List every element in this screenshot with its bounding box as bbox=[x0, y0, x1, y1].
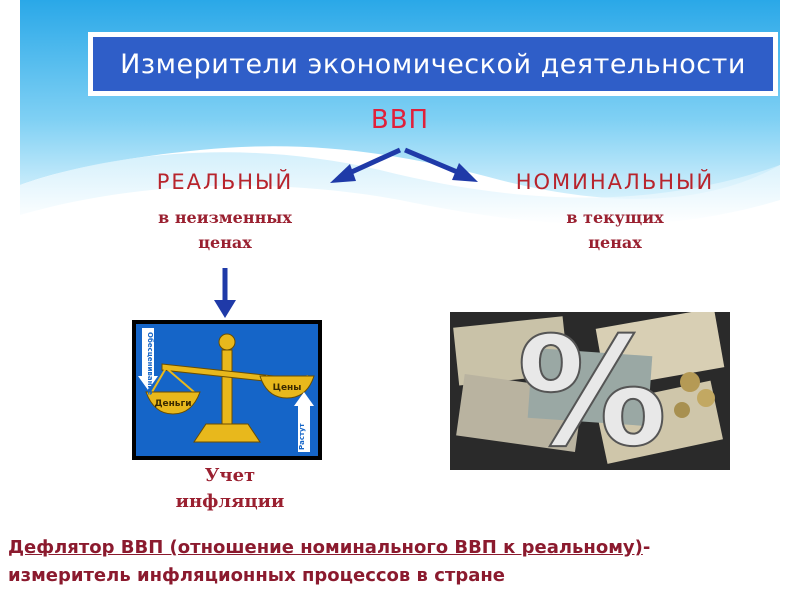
percent-symbol: % bbox=[517, 312, 667, 470]
title-banner-inner: Измерители экономической деятельности bbox=[93, 37, 773, 91]
inflation-label: Учет инфляции bbox=[150, 463, 310, 515]
nominal-gdp-subtitle-line1: в текущих bbox=[566, 208, 664, 227]
scales-illustration: Деньги Цены Обесценивание Растут bbox=[132, 320, 322, 460]
nominal-gdp-subtitle: в текущих ценах bbox=[490, 205, 740, 255]
nominal-gdp-title: НОМИНАЛЬНЫЙ bbox=[515, 170, 715, 194]
real-gdp-subtitle: в неизменных ценах bbox=[110, 205, 340, 255]
deflator-link[interactable]: Дефлятор ВВП (отношение номинального ВВП… bbox=[8, 537, 643, 558]
deflator-definition: Дефлятор ВВП (отношение номинального ВВП… bbox=[8, 534, 798, 590]
scales-left-arrow-label: Обесценивание bbox=[146, 332, 154, 395]
nominal-gdp-subtitle-line2: ценах bbox=[588, 233, 642, 252]
title-banner: Измерители экономической деятельности bbox=[88, 32, 778, 96]
real-gdp-subtitle-line2: ценах bbox=[198, 233, 252, 252]
root-node-label: ВВП bbox=[370, 105, 430, 135]
scales-left-pan-label: Деньги bbox=[154, 399, 191, 409]
real-gdp-subtitle-line1: в неизменных bbox=[158, 208, 292, 227]
inflation-label-line1: Учет bbox=[204, 465, 256, 486]
deflator-dash: - bbox=[642, 537, 651, 558]
money-percent-illustration: % bbox=[450, 312, 730, 470]
page-title: Измерители экономической деятельности bbox=[120, 48, 746, 80]
real-gdp-title: РЕАЛЬНЫЙ bbox=[156, 170, 294, 194]
scales-right-pan-label: Цены bbox=[273, 383, 302, 393]
deflator-description: измеритель инфляционных процессов в стра… bbox=[8, 565, 505, 586]
scales-right-arrow-label: Растут bbox=[298, 422, 306, 450]
inflation-label-line2: инфляции bbox=[175, 491, 285, 512]
